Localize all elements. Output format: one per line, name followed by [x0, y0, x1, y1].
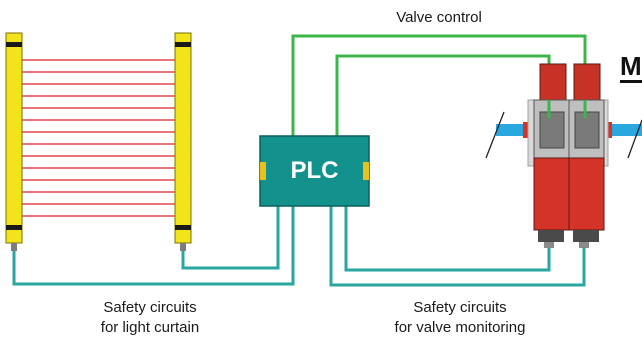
- valve-monitor-wire-inner: [344, 206, 551, 272]
- valve-monitoring-caption: Safety circuits for valve monitoring: [360, 298, 560, 338]
- light-curtain-transmitter: [5, 32, 23, 251]
- plc-label: PLC: [290, 157, 339, 184]
- plc-box: [259, 135, 370, 207]
- light-curtain-caption-line1: Safety circuits: [103, 299, 197, 316]
- valve-monitoring-caption-line2: for valve monitoring: [394, 319, 526, 336]
- valve-monitoring-caption-line1: Safety circuits: [413, 299, 507, 316]
- light-curtain-receiver: [174, 32, 192, 251]
- valve-monitor-wire-outer: [329, 206, 586, 287]
- cut-off-label: M: [620, 52, 642, 83]
- valve-assembly: [485, 63, 642, 248]
- safety-circuit-wires: [12, 206, 586, 287]
- light-curtain-caption: Safety circuits for light curtain: [60, 298, 240, 338]
- light-curtain-wire-left: [12, 206, 295, 286]
- light-curtain-beams: [22, 59, 176, 217]
- light-curtain-caption-line2: for light curtain: [100, 319, 200, 336]
- valve-control-label: Valve control: [396, 9, 482, 26]
- light-curtain-wire-right: [181, 206, 280, 270]
- valve-control-wire-tips: [547, 100, 587, 118]
